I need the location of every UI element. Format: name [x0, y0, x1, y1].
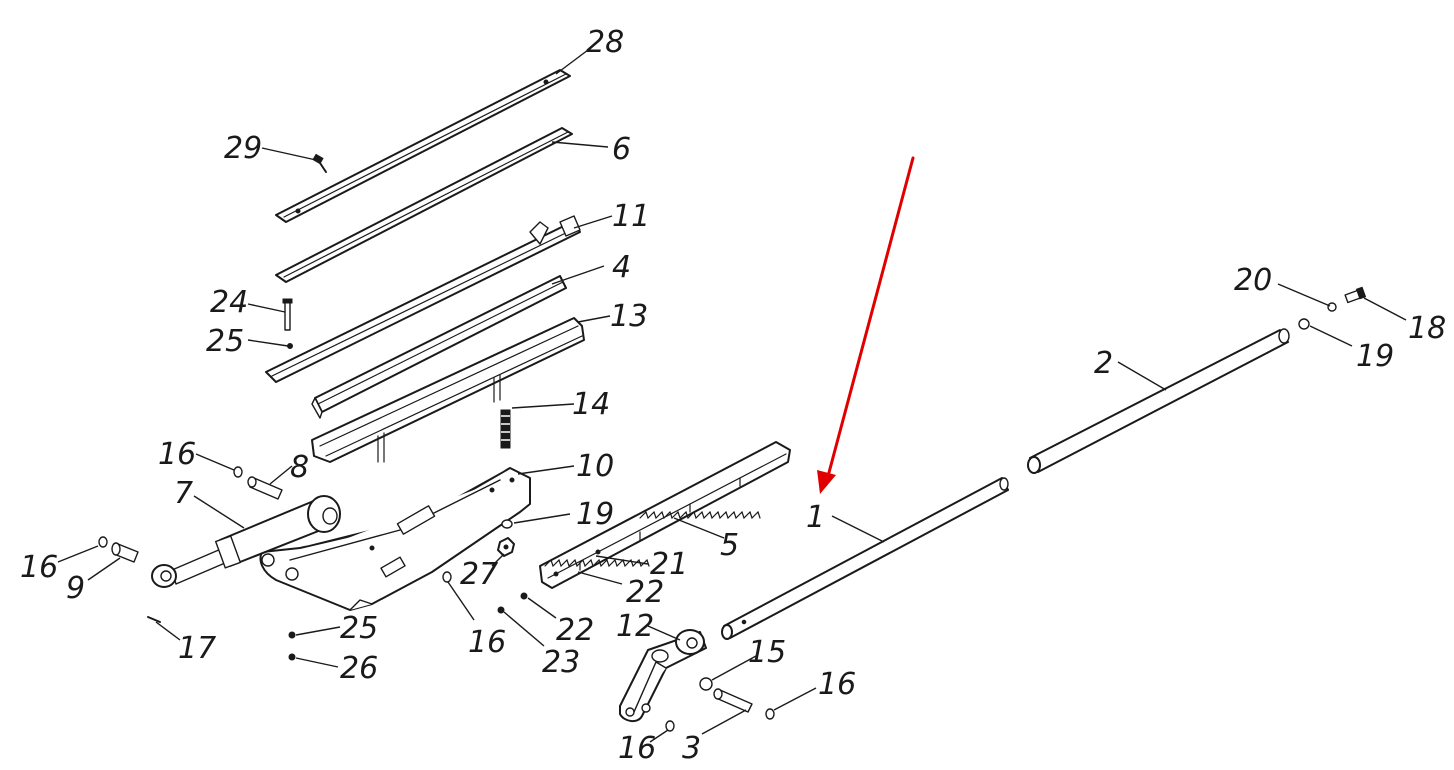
part-22-small — [520, 592, 528, 600]
part-25-washer — [287, 343, 293, 349]
callout-12: 12 — [616, 609, 654, 644]
callout-1: 1 — [806, 500, 825, 535]
callout-14: 14 — [572, 387, 610, 422]
part-2-tube — [1027, 328, 1290, 474]
part-16-washer-bottom-right — [765, 708, 775, 720]
callout-16-upper-left: 16 — [158, 437, 196, 472]
part-14-spring — [500, 409, 511, 449]
part-8-pin — [247, 476, 283, 500]
callout-21: 21 — [650, 547, 688, 582]
callout-27: 27 — [460, 557, 498, 592]
callout-8: 8 — [290, 450, 309, 485]
part-1-tube — [721, 477, 1009, 640]
callout-2: 2 — [1094, 346, 1113, 381]
callout-4: 4 — [612, 250, 631, 285]
callout-17: 17 — [178, 631, 216, 666]
callout-22-lower: 22 — [556, 613, 594, 648]
part-11-guide — [265, 215, 581, 383]
part-16-washer-mid — [442, 571, 452, 583]
part-19-washer-right — [1298, 318, 1310, 330]
part-16-washer-left — [98, 536, 108, 548]
part-6-strip — [275, 127, 573, 283]
part-3-pin — [713, 688, 753, 713]
callout-28: 28 — [586, 25, 624, 60]
part-15-bushing — [699, 677, 713, 691]
callout-labels: 28 29 6 11 4 24 25 13 14 16 8 10 7 19 16… — [20, 25, 1446, 766]
part-26-small — [288, 653, 296, 661]
part-27-nut — [497, 537, 515, 557]
callout-16-mid: 16 — [468, 625, 506, 660]
part-23-small — [497, 606, 505, 614]
callout-5: 5 — [720, 528, 739, 563]
callout-26: 26 — [340, 651, 378, 686]
part-16-washer-bottom — [665, 720, 675, 732]
part-28-top-bar — [275, 69, 571, 223]
part-17-pin — [147, 616, 161, 623]
part-10-frame — [259, 467, 531, 611]
part-20-washer — [1327, 302, 1337, 312]
callout-16-bottom-right: 16 — [818, 667, 856, 702]
callout-24: 24 — [210, 285, 248, 320]
part-19-nut — [501, 519, 513, 529]
callout-25-top: 25 — [206, 324, 244, 359]
part-16-washer — [233, 466, 243, 478]
leader-lines — [57, 49, 1407, 743]
part-25-small — [288, 631, 296, 639]
callout-11: 11 — [612, 199, 650, 234]
callout-19-right: 19 — [1356, 339, 1394, 374]
red-pointer-arrow — [817, 156, 915, 494]
part-4-angle-profile — [311, 275, 567, 419]
callout-15: 15 — [748, 635, 786, 670]
callout-16-left: 16 — [20, 550, 58, 585]
part-29-screw — [312, 153, 327, 173]
callout-22-upper: 22 — [626, 575, 664, 610]
part-5-knife-blade — [539, 441, 791, 589]
callout-19-mid: 19 — [576, 497, 614, 532]
callout-16-bottom: 16 — [618, 731, 656, 766]
callout-9: 9 — [66, 571, 85, 606]
callout-6: 6 — [612, 132, 631, 167]
callout-18: 18 — [1408, 311, 1446, 346]
callout-29: 29 — [224, 131, 262, 166]
part-9-pin — [111, 542, 139, 563]
callout-10: 10 — [576, 449, 614, 484]
part-12-bracket — [619, 629, 707, 722]
part-7-cylinder — [151, 495, 341, 588]
callout-25-bottom: 25 — [340, 611, 378, 646]
part-18-bolt — [1344, 286, 1367, 304]
callout-13: 13 — [610, 299, 648, 334]
callout-23: 23 — [542, 645, 580, 680]
callout-20: 20 — [1234, 263, 1272, 298]
callout-3: 3 — [682, 731, 701, 766]
part-13-toothed-rail — [311, 317, 585, 463]
part-24-bolt — [282, 298, 293, 331]
callout-7: 7 — [174, 476, 193, 511]
